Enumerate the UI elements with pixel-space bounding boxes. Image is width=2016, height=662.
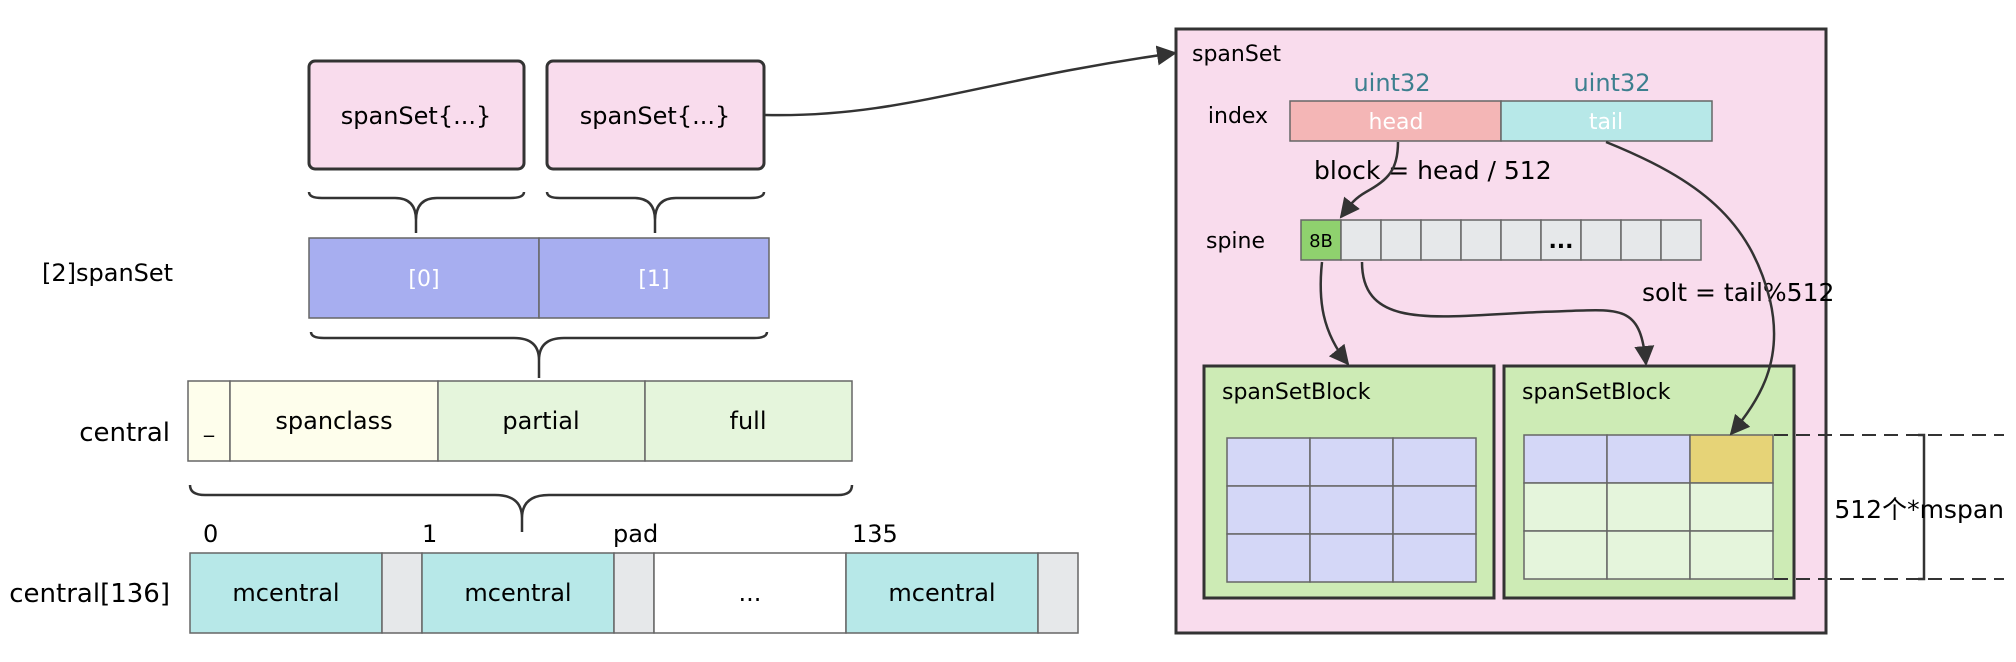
block-grid-cell: [1309, 485, 1394, 535]
spanset-array: [0] [1]: [308, 237, 770, 319]
central-struct: _ spanclass partial full: [187, 380, 853, 462]
spine-cell: [1620, 219, 1662, 261]
block-grid-cell: [1309, 533, 1394, 583]
spanset-block-right: spanSetBlock: [1502, 364, 1796, 600]
top-spanset-box-0: spanSet{...}: [307, 59, 526, 171]
index-label: index: [1208, 104, 1268, 129]
central-label: central: [79, 418, 170, 448]
spine-cell: [1340, 219, 1382, 261]
brace-top-0: [307, 191, 526, 233]
block-grid-cell: [1606, 482, 1691, 532]
block-grid-cell: [1226, 533, 1311, 583]
spine-label: spine: [1206, 229, 1265, 254]
block-grid-cell: [1523, 530, 1608, 580]
central-array-label: central[136]: [9, 579, 170, 609]
block-grid-cell: [1392, 485, 1477, 535]
size-bracket: [1918, 433, 1926, 581]
arrow-spine-to-block-right: [1360, 261, 1655, 366]
size-note: 512个*mspan: [1834, 495, 2004, 524]
spanset-block-right-title: spanSetBlock: [1522, 380, 1671, 405]
spanset-array-cell-1: [1]: [638, 267, 669, 292]
top-spanset-label-1: spanSet{...}: [580, 102, 731, 130]
block-grid-cell: [1689, 482, 1774, 532]
brace-spanset-array: [309, 331, 769, 378]
spine-first-cell-label: 8B: [1309, 231, 1333, 252]
central-cell-pad: _: [203, 413, 215, 437]
central-array-cell-1: mcentral: [464, 579, 571, 607]
block-grid-cell: [1309, 437, 1394, 487]
block-formula: block = head / 512: [1314, 156, 1552, 185]
arrow-tail-to-slot: [1605, 140, 1776, 436]
central-array-cell-135: mcentral: [888, 579, 995, 607]
spanset-block-left-grid: [1226, 437, 1477, 583]
brace-central: [188, 484, 854, 532]
index-fields: head tail: [1289, 100, 1713, 142]
head-type-label: uint32: [1353, 69, 1430, 97]
block-grid-cell: [1226, 485, 1311, 535]
spanset-block-right-grid: [1523, 434, 1774, 580]
spanset-array-cell-0: [0]: [408, 267, 439, 292]
block-grid-cell: [1689, 530, 1774, 580]
spine-cell-first: [1300, 219, 1342, 261]
head-field: head: [1369, 110, 1424, 135]
tail-type-label: uint32: [1573, 69, 1650, 97]
central-array-cell-0: mcentral: [232, 579, 339, 607]
central-array-index-1: 1: [422, 520, 437, 548]
spanset-array-label: [2]spanSet: [42, 259, 173, 287]
slot-formula: solt = tail%512: [1642, 278, 1834, 307]
spanset-detail-title: spanSet: [1192, 42, 1281, 67]
spine-cell: [1660, 219, 1702, 261]
block-grid-cell: [1523, 482, 1608, 532]
spine-cell: [1460, 219, 1502, 261]
block-grid-cell: [1392, 533, 1477, 583]
central-cell-full: full: [730, 407, 767, 435]
tail-field: tail: [1589, 110, 1623, 135]
top-spanset-label-0: spanSet{...}: [341, 102, 492, 130]
block-grid-cell: [1689, 434, 1774, 484]
central-cell-spanclass: spanclass: [275, 407, 392, 435]
central-array-index-0: 0: [203, 520, 218, 548]
spine-cell: [1380, 219, 1422, 261]
central-array: mcentral mcentral ... mcentral: [189, 552, 1079, 634]
central-array-index-135: 135: [852, 520, 898, 548]
connector-arrow: [764, 45, 1177, 117]
arrow-head-to-spine: [1339, 141, 1400, 219]
spanset-block-left: spanSetBlock: [1202, 364, 1496, 600]
block-grid-cell: [1523, 434, 1608, 484]
central-array-index-pad: pad: [613, 520, 658, 548]
block-grid-cell: [1606, 434, 1691, 484]
spanset-block-left-title: spanSetBlock: [1222, 380, 1371, 405]
spine-array: 8B: [1300, 219, 1702, 261]
block-grid-cell: [1606, 530, 1691, 580]
top-spanset-box-1: spanSet{...}: [545, 59, 766, 171]
spine-cell: [1420, 219, 1462, 261]
block-grid-cell: [1392, 437, 1477, 487]
central-cell-partial: partial: [502, 407, 579, 435]
spine-cell: [1580, 219, 1622, 261]
brace-top-1: [545, 191, 766, 233]
spine-ellipsis: ...: [1548, 229, 1573, 254]
arrow-spine-to-block-left: [1319, 261, 1350, 366]
block-grid-cell: [1226, 437, 1311, 487]
spine-cell: [1500, 219, 1542, 261]
central-array-cell-ellipsis: ...: [739, 579, 762, 607]
